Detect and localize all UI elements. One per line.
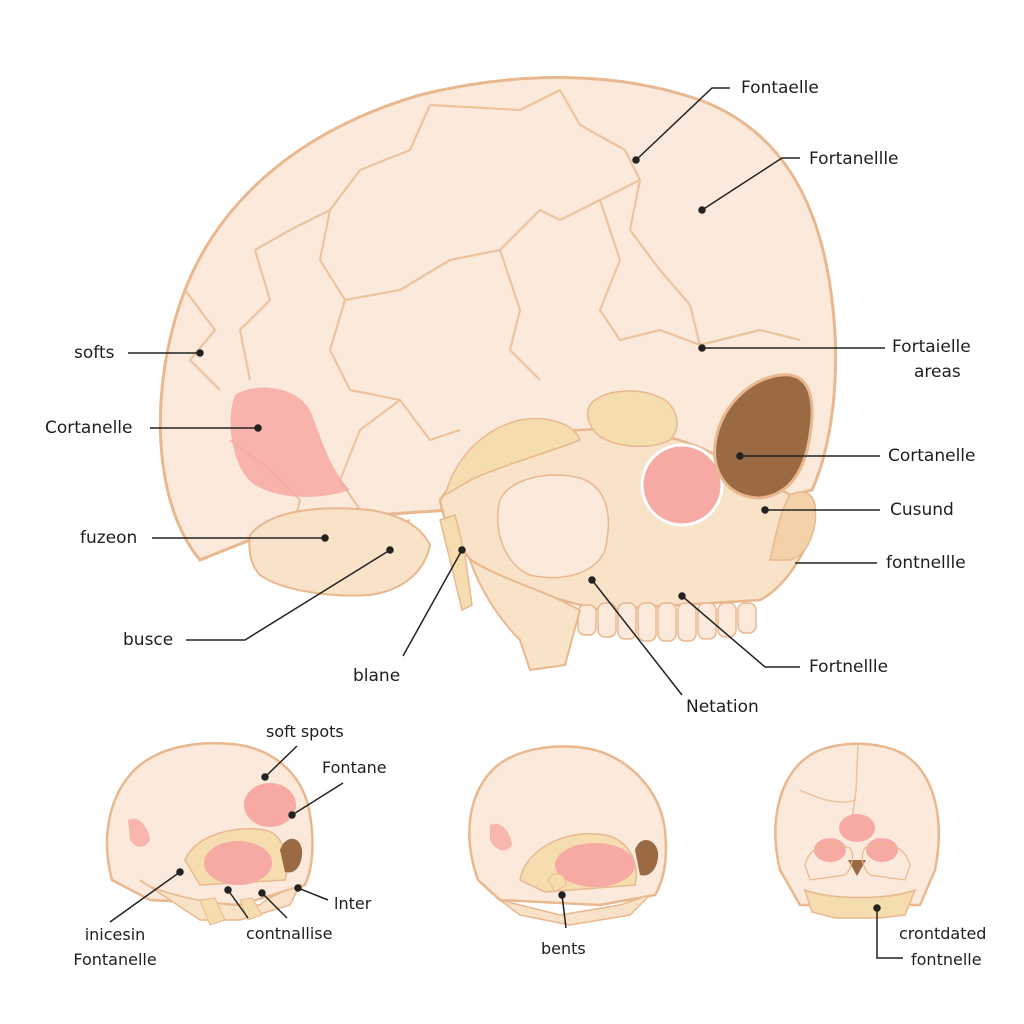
label-cusund: Cusund — [890, 500, 954, 520]
main-nasal-fontanelle — [640, 443, 724, 527]
small-middle-leader-lines — [558, 891, 567, 929]
main-zygomatic-top — [586, 390, 678, 448]
label-areas: areas — [914, 362, 961, 382]
label-fontanelle: Fontanelle — [73, 950, 157, 969]
label-fontnellle-right: fontnellle — [886, 553, 966, 573]
main-maxilla-lobe — [496, 474, 610, 579]
label-fortnellle: Fortnellle — [809, 657, 889, 677]
main-occipital — [248, 507, 432, 597]
main-teeth — [577, 602, 757, 642]
main-leader-lines — [128, 87, 885, 696]
small-left-leader-lines — [109, 745, 344, 923]
label-blane: blane — [353, 666, 401, 686]
main-mandible — [468, 557, 582, 672]
small-skull-middle — [468, 745, 668, 926]
main-styloid — [439, 514, 473, 612]
label-softs: softs — [74, 343, 115, 363]
main-skull — [158, 76, 838, 672]
main-zygomatic-left — [443, 418, 581, 497]
main-left-fontanelle — [230, 387, 350, 497]
label-fontane: Fontane — [322, 758, 387, 777]
label-lnter: lnter — [334, 894, 372, 913]
label-contnallise: contnallise — [246, 924, 333, 943]
label-inicesin: inicesin — [84, 925, 146, 944]
small-skull-right — [774, 742, 940, 919]
label-soft-spots: soft spots — [266, 722, 344, 741]
label-busce: busce — [123, 630, 174, 650]
main-right-jaw — [769, 491, 817, 561]
label-fuzeon: fuzeon — [80, 528, 138, 548]
label-fontnelle: fontnelle — [911, 950, 982, 969]
label-fortanellle: Fortanellle — [809, 149, 899, 169]
small-skull-left — [105, 741, 314, 926]
small-right-leader-lines — [873, 904, 903, 959]
label-cortanelle-left: Cortanelle — [45, 418, 133, 438]
label-netation: Netation — [686, 697, 759, 717]
label-fortaielle: Fortaielle — [892, 337, 971, 357]
label-bents: bents — [541, 939, 586, 958]
label-cortanelle-right: Cortanelle — [888, 446, 976, 466]
label-crontdated: crontdated — [899, 924, 987, 943]
main-orbit — [713, 373, 814, 500]
label-fontaelle-top: Fontaelle — [741, 78, 819, 98]
